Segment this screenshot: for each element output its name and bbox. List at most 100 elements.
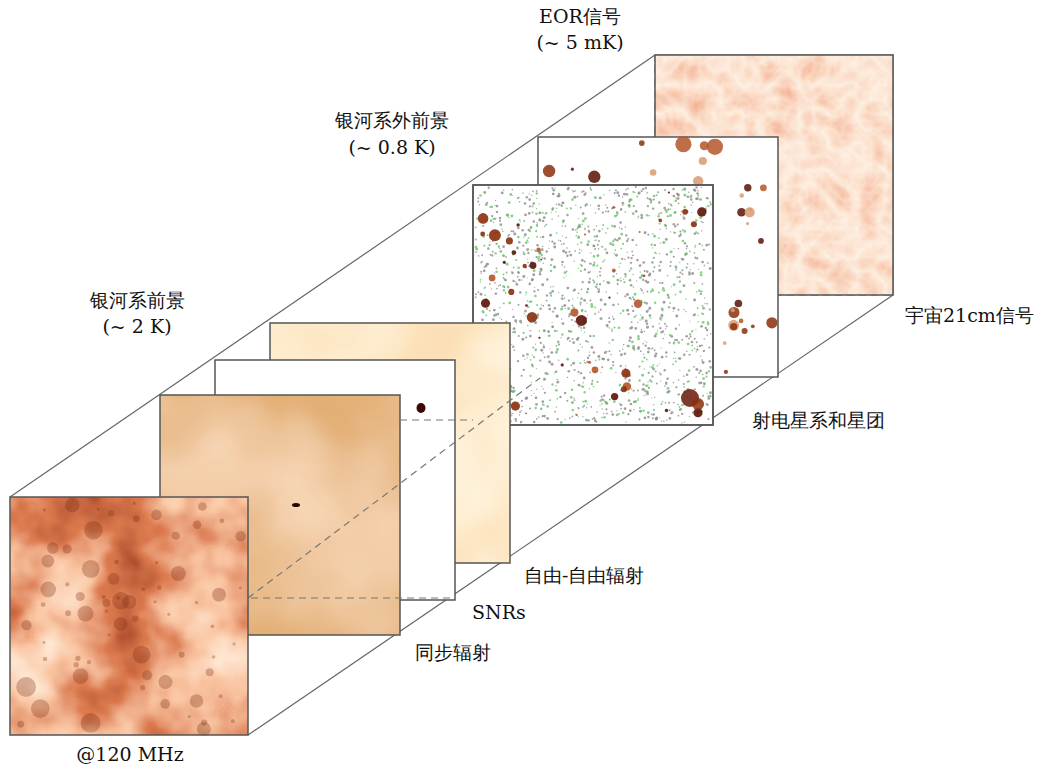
source-dot <box>690 198 692 200</box>
source-dot <box>616 212 619 215</box>
source-dot <box>683 375 685 377</box>
source-dot <box>480 279 482 281</box>
source-dot <box>682 240 685 243</box>
source-dot <box>653 198 655 200</box>
source-dot <box>649 366 650 367</box>
source-dot <box>517 276 519 278</box>
source-dot <box>530 359 532 361</box>
source-dot <box>550 264 552 266</box>
source-dot <box>588 230 590 232</box>
source-dot <box>659 253 660 254</box>
source-dot <box>640 214 643 217</box>
source-dot <box>644 368 646 370</box>
source-dot <box>658 201 660 203</box>
source-dot <box>665 409 669 413</box>
source-dot <box>536 192 538 194</box>
source-dot <box>651 375 653 377</box>
source-dot <box>607 281 610 284</box>
source-dot <box>487 247 489 249</box>
source-dot <box>640 350 642 352</box>
source-dot <box>682 273 684 275</box>
source-dot <box>239 586 242 589</box>
source-dot <box>692 201 693 202</box>
source-dot <box>552 326 554 328</box>
source-dot <box>63 545 72 554</box>
source-dot <box>561 333 564 336</box>
source-dot <box>558 360 559 361</box>
source-dot <box>744 184 751 191</box>
source-dot <box>663 420 665 422</box>
source-dot <box>707 139 723 155</box>
source-dot <box>212 655 215 658</box>
source-dot <box>700 271 703 274</box>
source-dot <box>481 261 483 263</box>
source-dot <box>566 358 569 361</box>
source-dot <box>675 197 676 198</box>
source-dot <box>690 269 691 270</box>
source-dot <box>689 320 690 321</box>
source-dot <box>560 307 563 310</box>
source-dot <box>609 242 612 245</box>
source-dot <box>498 285 499 286</box>
source-dot <box>543 165 555 177</box>
source-dot <box>567 338 568 339</box>
source-dot <box>551 383 553 385</box>
source-dot <box>702 377 705 380</box>
source-dot <box>612 361 614 363</box>
source-dot <box>703 382 706 385</box>
source-dot <box>606 413 608 415</box>
source-dot <box>643 292 644 293</box>
source-dot <box>632 310 634 312</box>
source-dot <box>655 352 658 355</box>
source-dot <box>490 219 493 222</box>
source-dot <box>602 224 604 226</box>
source-dot <box>662 241 665 244</box>
source-dot <box>538 219 541 222</box>
source-dot <box>536 418 538 420</box>
source-dot <box>737 208 746 217</box>
source-dot <box>540 408 542 410</box>
source-dot <box>691 331 693 333</box>
source-dot <box>556 398 558 400</box>
source-dot <box>652 413 655 416</box>
source-dot <box>677 309 679 311</box>
source-dot <box>652 364 654 366</box>
source-dot <box>598 311 600 313</box>
source-dot <box>501 228 503 230</box>
source-dot <box>658 265 660 267</box>
source-dot <box>535 403 538 406</box>
source-dot <box>577 243 579 245</box>
source-dot <box>235 531 246 542</box>
source-dot <box>539 307 541 309</box>
source-dot <box>601 398 603 400</box>
source-dot <box>626 240 628 242</box>
source-dot <box>697 194 699 196</box>
source-dot <box>613 326 615 328</box>
source-dot <box>655 417 658 420</box>
source-dot <box>646 326 649 329</box>
source-dot <box>659 317 661 319</box>
source-dot <box>633 390 635 392</box>
source-dot <box>642 316 644 318</box>
layer-label: (~ 5 mK) <box>534 30 625 54</box>
source-dot <box>655 333 658 336</box>
source-dot <box>660 380 661 381</box>
source-dot <box>663 289 665 291</box>
source-dot <box>654 252 656 254</box>
source-dot <box>692 350 694 352</box>
source-dot <box>565 251 568 254</box>
source-dot <box>571 401 574 404</box>
source-dot <box>478 213 489 224</box>
source-dot <box>511 230 513 232</box>
source-dot <box>481 273 482 274</box>
source-dot <box>506 263 509 266</box>
source-dot <box>605 232 607 234</box>
source-dot <box>679 234 682 237</box>
source-dot <box>108 510 115 517</box>
source-dot <box>475 226 477 228</box>
source-dot <box>679 324 681 326</box>
source-dot <box>673 212 675 214</box>
source-dot <box>698 269 699 270</box>
source-dot <box>602 358 605 361</box>
source-dot <box>631 305 633 307</box>
